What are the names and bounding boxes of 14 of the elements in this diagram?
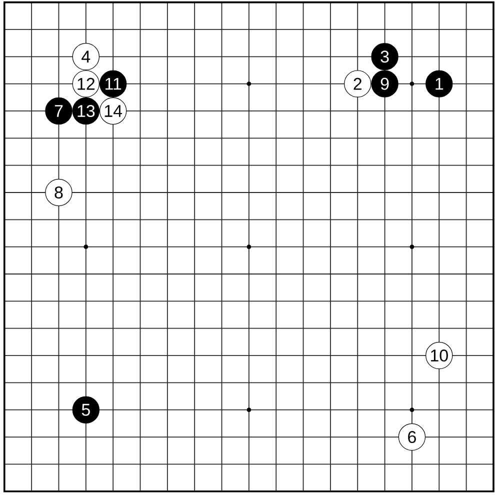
go-stone: 13 bbox=[72, 97, 100, 125]
go-stone: 12 bbox=[72, 70, 100, 98]
go-stone: 5 bbox=[72, 396, 100, 424]
go-stone: 1 bbox=[426, 70, 453, 98]
go-stone: 9 bbox=[371, 70, 398, 98]
go-stone: 10 bbox=[426, 342, 453, 370]
go-stone: 14 bbox=[99, 97, 127, 125]
go-stone: 2 bbox=[344, 70, 372, 98]
go-stone: 4 bbox=[72, 43, 100, 70]
go-stone: 11 bbox=[99, 70, 127, 98]
go-stone: 3 bbox=[371, 43, 398, 70]
go-stone: 7 bbox=[45, 97, 72, 125]
go-stone: 6 bbox=[398, 423, 426, 451]
go-stone: 8 bbox=[45, 178, 72, 206]
